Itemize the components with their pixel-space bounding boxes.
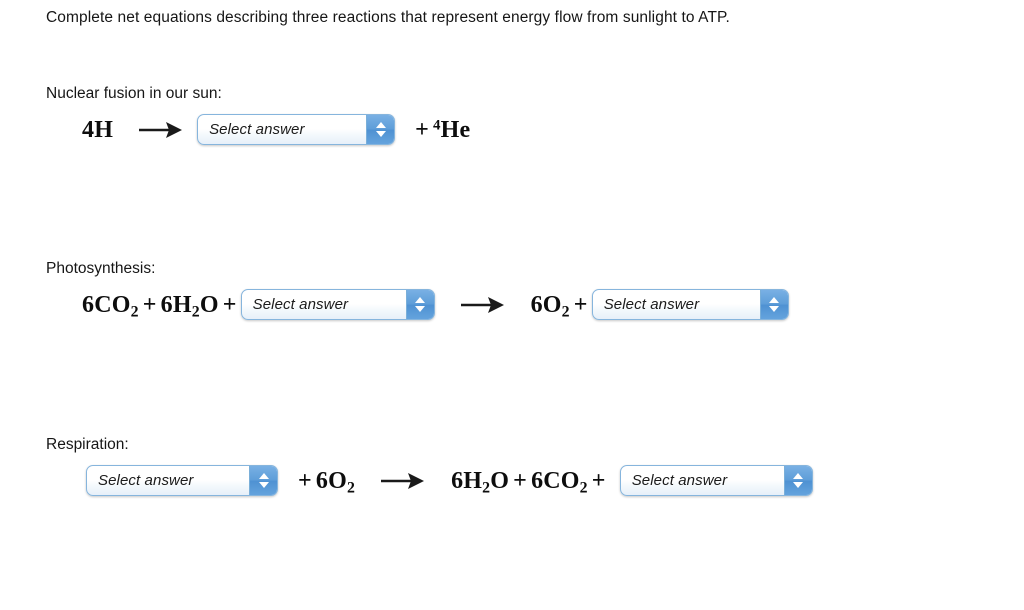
triangle-down-icon xyxy=(769,306,780,312)
triangle-down-icon xyxy=(415,306,426,312)
term-4h: 4H xyxy=(82,116,114,143)
term-6h2o: 6H2O xyxy=(451,467,510,496)
select-photosynthesis-product[interactable]: Select answer xyxy=(591,289,789,320)
reaction-label-respiration: Respiration: xyxy=(46,436,129,453)
select-fusion-product-value: Select answer xyxy=(209,121,305,138)
term-6co2: 6CO2 xyxy=(531,467,588,496)
reaction-label-photosynthesis: Photosynthesis: xyxy=(46,260,156,277)
select-respiration-product[interactable]: Select answer xyxy=(619,465,813,496)
select-photosynthesis-reactant-value: Select answer xyxy=(252,296,349,313)
operator-plus: + xyxy=(513,467,528,494)
reaction-label-nuclear-fusion: Nuclear fusion in our sun: xyxy=(46,85,222,102)
operator-plus: + xyxy=(298,467,312,494)
term-6o2: 6O2 xyxy=(315,467,356,496)
term-he4: 4He xyxy=(432,116,471,143)
select-respiration-reactant-spinner[interactable] xyxy=(249,466,277,495)
select-respiration-reactant-value: Select answer xyxy=(98,472,194,489)
select-fusion-product-spinner[interactable] xyxy=(366,115,395,144)
operator-plus: + xyxy=(142,291,157,318)
select-fusion-product[interactable]: Select answer xyxy=(197,114,396,145)
operator-plus: + xyxy=(222,291,237,318)
operator-plus: + xyxy=(415,116,429,143)
triangle-down-icon xyxy=(793,482,804,488)
select-photosynthesis-product-spinner[interactable] xyxy=(759,290,788,319)
term-6h2o: 6H2O xyxy=(160,291,219,320)
triangle-up-icon xyxy=(258,473,269,479)
triangle-up-icon xyxy=(769,297,780,303)
equation-row-respiration: Select answer + 6O2 6H2O + 6CO2 + xyxy=(86,465,813,496)
operator-plus: + xyxy=(573,291,588,318)
equation-row-photosynthesis: 6CO2 + 6H2O + Select answer 6O2 + xyxy=(82,289,789,320)
operator-plus: + xyxy=(591,467,606,494)
triangle-down-icon xyxy=(258,482,269,488)
instruction-text: Complete net equations describing three … xyxy=(46,9,730,26)
triangle-up-icon xyxy=(375,122,386,128)
right-arrow-icon xyxy=(457,290,509,320)
triangle-up-icon xyxy=(415,297,426,303)
triangle-down-icon xyxy=(375,131,386,137)
select-photosynthesis-product-value: Select answer xyxy=(603,296,700,313)
triangle-up-icon xyxy=(793,473,804,479)
right-arrow-icon xyxy=(135,115,187,145)
select-respiration-product-spinner[interactable] xyxy=(783,466,812,495)
term-6co2: 6CO2 xyxy=(82,291,139,320)
term-6o2: 6O2 xyxy=(530,291,570,320)
equation-row-nuclear-fusion: 4H Select answer + 4He xyxy=(82,114,470,145)
select-photosynthesis-reactant-spinner[interactable] xyxy=(405,290,434,319)
right-arrow-icon xyxy=(377,466,429,496)
select-respiration-product-value: Select answer xyxy=(631,472,728,489)
select-photosynthesis-reactant[interactable]: Select answer xyxy=(240,289,435,320)
select-respiration-reactant[interactable]: Select answer xyxy=(86,465,278,496)
